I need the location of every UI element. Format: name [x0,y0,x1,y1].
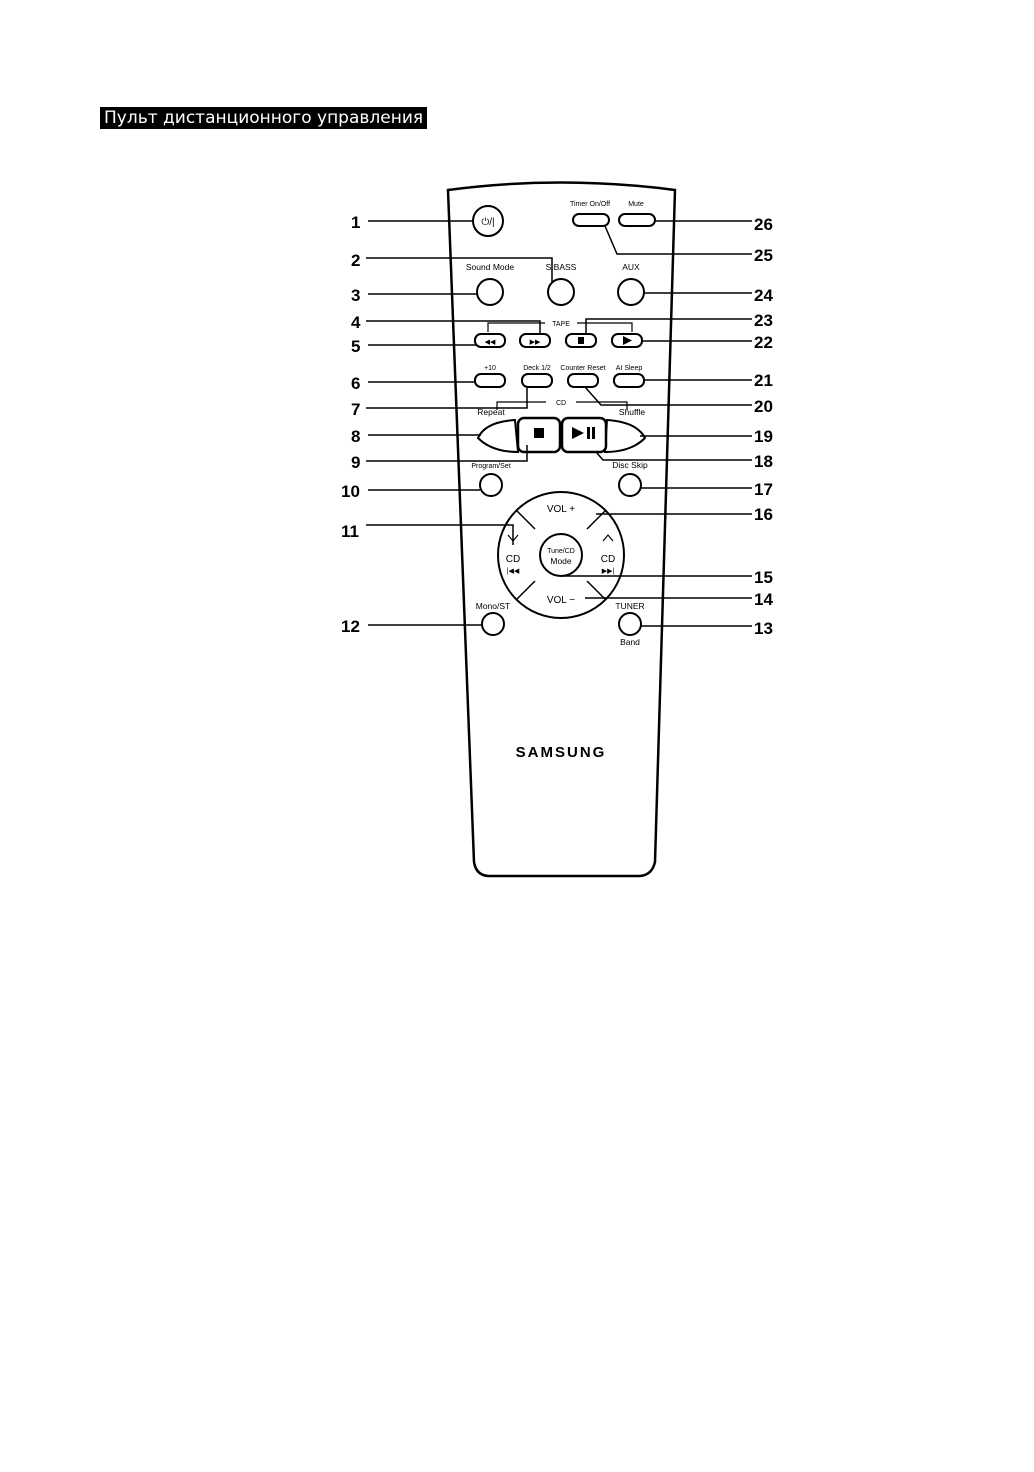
tuner-band-button[interactable] [618,612,642,636]
cd-play-pause-button[interactable] [560,416,608,454]
vol-minus-button[interactable]: VOL − [547,595,575,606]
ai-sleep-button[interactable] [613,373,645,388]
cd-section-label: CD [556,400,566,407]
play-icon [623,336,632,345]
vol-plus-button[interactable]: VOL + [547,504,575,515]
callout-16: 16 [754,505,773,524]
sound-mode-button[interactable] [476,278,504,306]
callout-11: 11 [341,522,359,541]
callout-14: 14 [754,590,773,609]
prev-icon: |◀◀ [507,568,520,575]
tape-rewind-button[interactable] [474,333,506,348]
callout-4: 4 [351,313,361,332]
next-icon: ▶▶| [602,568,615,575]
callout-lines-left [366,220,553,626]
program-set-button[interactable] [479,473,503,497]
callout-23: 23 [754,311,773,330]
callout-2: 2 [351,251,360,270]
deck12-button[interactable] [521,373,553,388]
callout-21: 21 [754,371,773,390]
band-label: Band [620,637,640,647]
s-bass-button[interactable] [547,278,575,306]
shuffle-label: Shuffle [619,407,646,417]
repeat-label: Repeat [477,407,505,417]
callout-17: 17 [754,480,773,499]
counter-reset-label: Counter Reset [560,365,605,372]
cd-play-pause-icon [572,427,595,439]
callout-9: 9 [351,453,360,472]
callout-26: 26 [754,215,773,234]
aux-label: AUX [622,262,640,272]
timer-onoff-button[interactable] [572,213,610,227]
chevron-up-icon [602,534,614,542]
program-set-label: Program/Set [471,463,510,470]
tuner-label: TUNER [615,601,644,611]
tape-label: TAPE [552,321,570,328]
callout-10: 10 [341,482,360,501]
deck12-label: Deck 1/2 [523,365,551,372]
dpad-divider [586,509,607,530]
callout-18: 18 [754,452,773,471]
cd-next-button[interactable]: CD [601,554,615,565]
dpad-divider [515,509,536,530]
mono-st-label: Mono/ST [476,601,511,611]
callout-1: 1 [351,213,360,232]
rewind-icon: ◀◀ [485,339,496,346]
callout-12: 12 [341,617,360,636]
plus10-label: +10 [484,365,496,372]
callout-lines-right [562,220,752,627]
repeat-button[interactable] [476,418,520,454]
callout-13: 13 [754,619,773,638]
tune-cd-mode-label-1: Tune/CD [547,548,575,555]
callout-6: 6 [351,374,360,393]
callout-22: 22 [754,333,773,352]
callout-8: 8 [351,427,360,446]
tune-cd-mode-button[interactable] [539,533,583,577]
brand-logo: SAMSUNG [516,744,607,761]
sound-mode-label: Sound Mode [466,262,514,272]
cd-stop-icon [534,428,544,438]
ai-sleep-label: AI Sleep [616,365,643,372]
dpad-divider [515,580,536,601]
counter-reset-button[interactable] [567,373,599,388]
tape-bracket [487,322,633,332]
mute-label: Mute [628,201,644,208]
plus10-button[interactable] [474,373,506,388]
tune-cd-mode-label-2: Mode [550,556,572,566]
callout-3: 3 [351,286,360,305]
disc-skip-button[interactable] [618,473,642,497]
callout-25: 25 [754,246,773,265]
callout-19: 19 [754,427,773,446]
callout-15: 15 [754,568,773,587]
callout-7: 7 [351,400,360,419]
disc-skip-label: Disc Skip [612,460,648,470]
callout-24: 24 [754,286,773,305]
s-bass-label: S.BASS [546,262,577,272]
aux-button[interactable] [617,278,645,306]
mono-st-button[interactable] [481,612,505,636]
page-title: Пульт дистанционного управления [100,107,428,129]
cd-prev-button[interactable]: CD [506,554,520,565]
dpad-divider [586,580,607,601]
ffwd-icon: ▶▶ [530,339,541,346]
stop-icon [578,337,584,344]
timer-onoff-label: Timer On/Off [570,201,610,208]
mute-button[interactable] [618,213,656,227]
shuffle-button[interactable] [603,418,647,454]
callout-20: 20 [754,397,773,416]
power-icon: ⏻/| [481,217,494,228]
tape-ffwd-button[interactable] [519,333,551,348]
callout-5: 5 [351,337,360,356]
